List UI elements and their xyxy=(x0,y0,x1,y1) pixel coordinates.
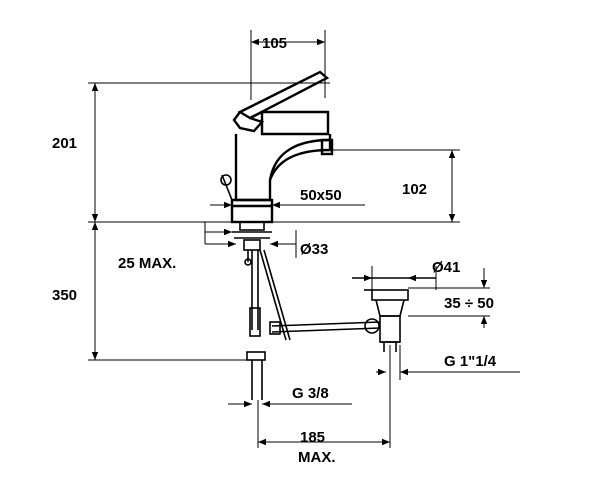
spout xyxy=(268,140,332,181)
dim-spout-height: 102 xyxy=(402,181,427,198)
dim-waste-range: 35 ÷ 50 xyxy=(444,295,494,312)
dim-offset: 185 xyxy=(300,429,325,446)
extension-lines xyxy=(88,30,460,448)
dim-base-size: 50x50 xyxy=(300,187,342,204)
linkage-rod xyxy=(269,321,381,335)
waste-valve xyxy=(352,277,436,352)
supply-hoses xyxy=(246,249,291,400)
dim-width-top: 105 xyxy=(262,35,287,52)
lever-joint xyxy=(232,111,265,133)
dim-height-body: 201 xyxy=(52,135,77,152)
cartridge-head xyxy=(260,110,330,136)
dim-waste-diameter: Ø41 xyxy=(432,259,460,276)
popup-knob xyxy=(220,174,233,201)
aerator xyxy=(320,138,334,156)
dim-counter-thickness: 25 MAX. xyxy=(118,255,176,272)
dim-supply-length: 350 xyxy=(52,287,77,304)
base xyxy=(230,198,274,224)
dim-supply-thread: G 3/8 xyxy=(292,385,329,402)
dim-hole-diameter: Ø33 xyxy=(300,241,328,258)
dim-offset-suffix: MAX. xyxy=(298,449,336,466)
dimension-labels: 105 201 50x50 102 25 MAX. Ø33 350 Ø41 35… xyxy=(52,35,497,466)
dimension-lines xyxy=(91,38,520,446)
dim-waste-thread: G 1"1/4 xyxy=(444,353,497,370)
lever-handle xyxy=(237,70,330,120)
